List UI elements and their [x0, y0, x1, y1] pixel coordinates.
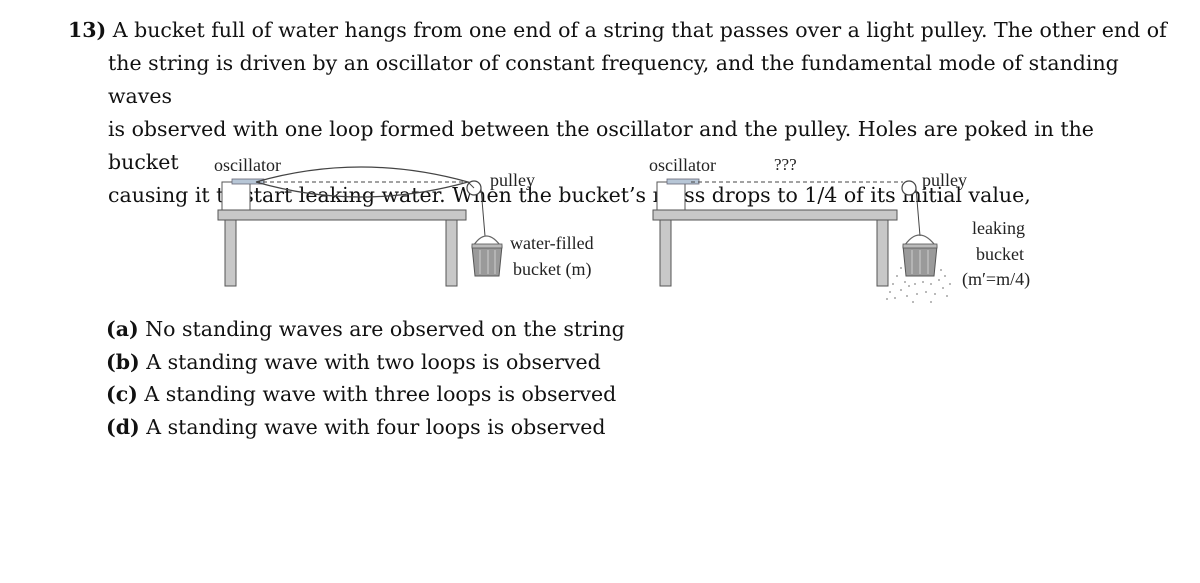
option-a-text: No standing waves are observed on the st… [145, 317, 625, 341]
right-table-leg-left [659, 219, 672, 287]
right-apparatus-figure [652, 178, 951, 303]
right-bucket-label-2: bucket [976, 244, 1024, 264]
right-bucket-label-3: (m′=m/4) [962, 269, 1031, 289]
option-c-text: A standing wave with three loops is obse… [144, 382, 617, 406]
left-apparatus-figure [217, 166, 503, 287]
left-table-leg-right [445, 219, 458, 287]
right-unknown-label: ??? [774, 155, 797, 174]
answer-options: (a) No standing waves are observed on th… [106, 313, 625, 443]
left-oscillator-label: oscillator [214, 155, 281, 175]
right-leak-droplets [886, 267, 951, 303]
question-line-2: the string is driven by an oscillator of… [108, 51, 1119, 108]
left-bucket-label-2: bucket (m) [513, 259, 592, 279]
right-pulley-label: pulley [922, 170, 967, 190]
question-line-3: is observed with one loop formed between… [108, 117, 1094, 174]
right-oscillator-box [656, 181, 686, 211]
right-table-leg-right [876, 219, 889, 287]
right-table-top [652, 209, 898, 221]
question-text: 13) A bucket full of water hangs from on… [68, 14, 1168, 212]
left-oscillator-box [221, 181, 251, 211]
question-line-1: A bucket full of water hangs from one en… [112, 18, 1167, 42]
option-d-text: A standing wave with four loops is obser… [146, 414, 606, 439]
option-a[interactable]: (a) No standing waves are observed on th… [106, 313, 625, 346]
right-oscillator-label: oscillator [649, 155, 716, 175]
left-pulley-label: pulley [490, 170, 535, 190]
question-number: 13) [68, 18, 107, 42]
option-c[interactable]: (c) A standing wave with three loops is … [106, 378, 625, 411]
option-b[interactable]: (b) A standing wave with two loops is ob… [106, 346, 625, 379]
option-b-text: A standing wave with two loops is observ… [146, 349, 601, 374]
option-d[interactable]: (d) A standing wave with four loops is o… [106, 411, 625, 444]
left-table-top [217, 209, 467, 221]
left-bucket-label-1: water-filled [510, 233, 594, 253]
option-c-letter: (c) [106, 382, 138, 406]
question-line-4: causing it to start leaking water. When … [108, 183, 1031, 207]
option-a-letter: (a) [106, 317, 139, 341]
option-b-letter: (b) [106, 349, 140, 374]
left-table-leg-left [224, 219, 237, 287]
right-pulley [901, 180, 917, 196]
right-bucket-label-1: leaking [972, 218, 1025, 238]
option-d-letter: (d) [106, 414, 140, 439]
left-bucket [471, 245, 503, 277]
